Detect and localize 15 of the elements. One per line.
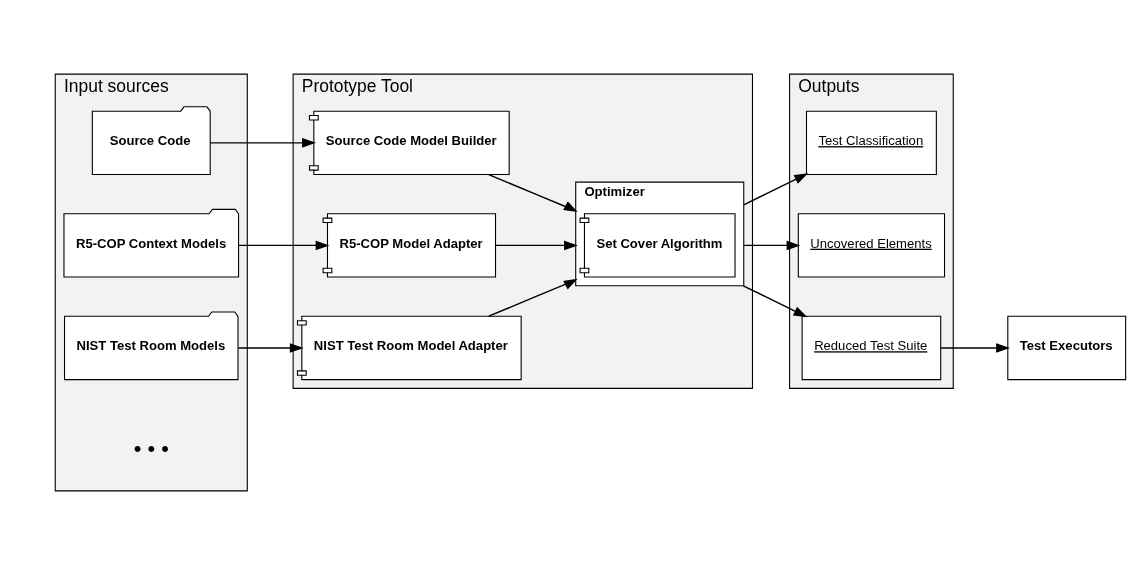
arrow — [488, 278, 578, 317]
arrow — [237, 240, 330, 251]
arrow — [743, 173, 809, 206]
arrow — [237, 343, 304, 353]
arrow — [494, 240, 578, 251]
node-box: Reduced Test Suite — [801, 315, 942, 381]
arrow — [940, 343, 1010, 353]
arrow — [488, 173, 578, 213]
node-box: Test Executors — [1007, 315, 1127, 381]
arrow — [743, 240, 801, 251]
node-box: Uncovered Elements — [797, 213, 946, 278]
arrow — [209, 138, 316, 148]
node-box: Test Classification — [805, 110, 937, 176]
label: • • • — [133, 435, 169, 461]
arrow — [742, 285, 808, 318]
